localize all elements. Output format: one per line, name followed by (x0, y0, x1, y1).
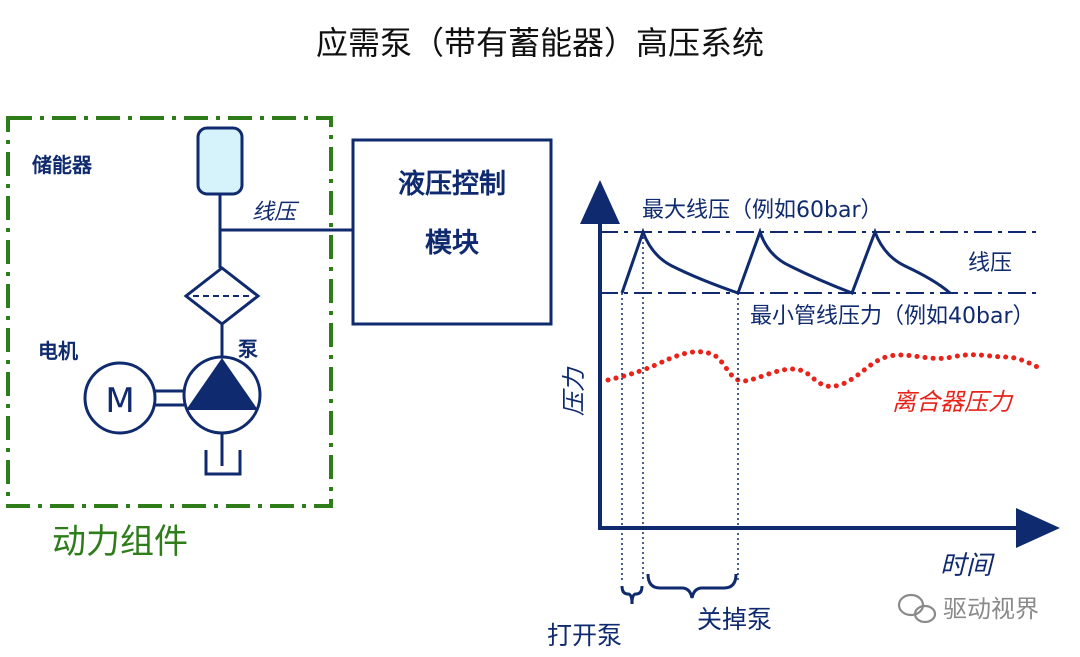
motor-symbol: M (105, 381, 134, 421)
clutch-pressure-curve (605, 349, 1043, 389)
y-axis-label: 压力 (560, 366, 588, 416)
line-pressure-curve (620, 227, 951, 295)
motor-icon (83, 361, 157, 435)
page-title: 应需泵（带有蓄能器）高压系统 (315, 24, 764, 62)
line-pressure-label: 线压 (252, 200, 300, 225)
accumulator-label: 储能器 (32, 153, 93, 177)
pump-off-brace (646, 573, 738, 599)
max-pressure-label: 最大线压（例如60bar） (642, 198, 883, 223)
pump-triangle-icon (186, 358, 258, 410)
line-pressure-band-label: 线压 (968, 251, 1012, 276)
control-module-line2: 模块 (425, 228, 480, 259)
pump-off-label: 关掉泵 (697, 605, 772, 634)
accumulator-icon (196, 126, 244, 196)
motor-label: 电机 (38, 339, 78, 363)
pump-on-brace (620, 585, 644, 605)
control-module-line1: 液压控制 (398, 169, 506, 200)
pump-label: 泵 (238, 337, 258, 361)
pump-on-label: 打开泵 (547, 621, 622, 650)
clutch-pressure-label: 离合器压力 (892, 388, 1014, 416)
watermark-text: 驱动视界 (943, 595, 1039, 623)
control-module-box (351, 138, 553, 326)
min-pressure-label: 最小管线压力（例如40bar） (750, 304, 1035, 329)
power-unit-label: 动力组件 (52, 522, 188, 562)
x-axis-label: 时间 (940, 551, 995, 581)
tank-icon (204, 450, 242, 476)
wechat-icon (897, 593, 937, 624)
power-unit-boundary (6, 116, 333, 508)
